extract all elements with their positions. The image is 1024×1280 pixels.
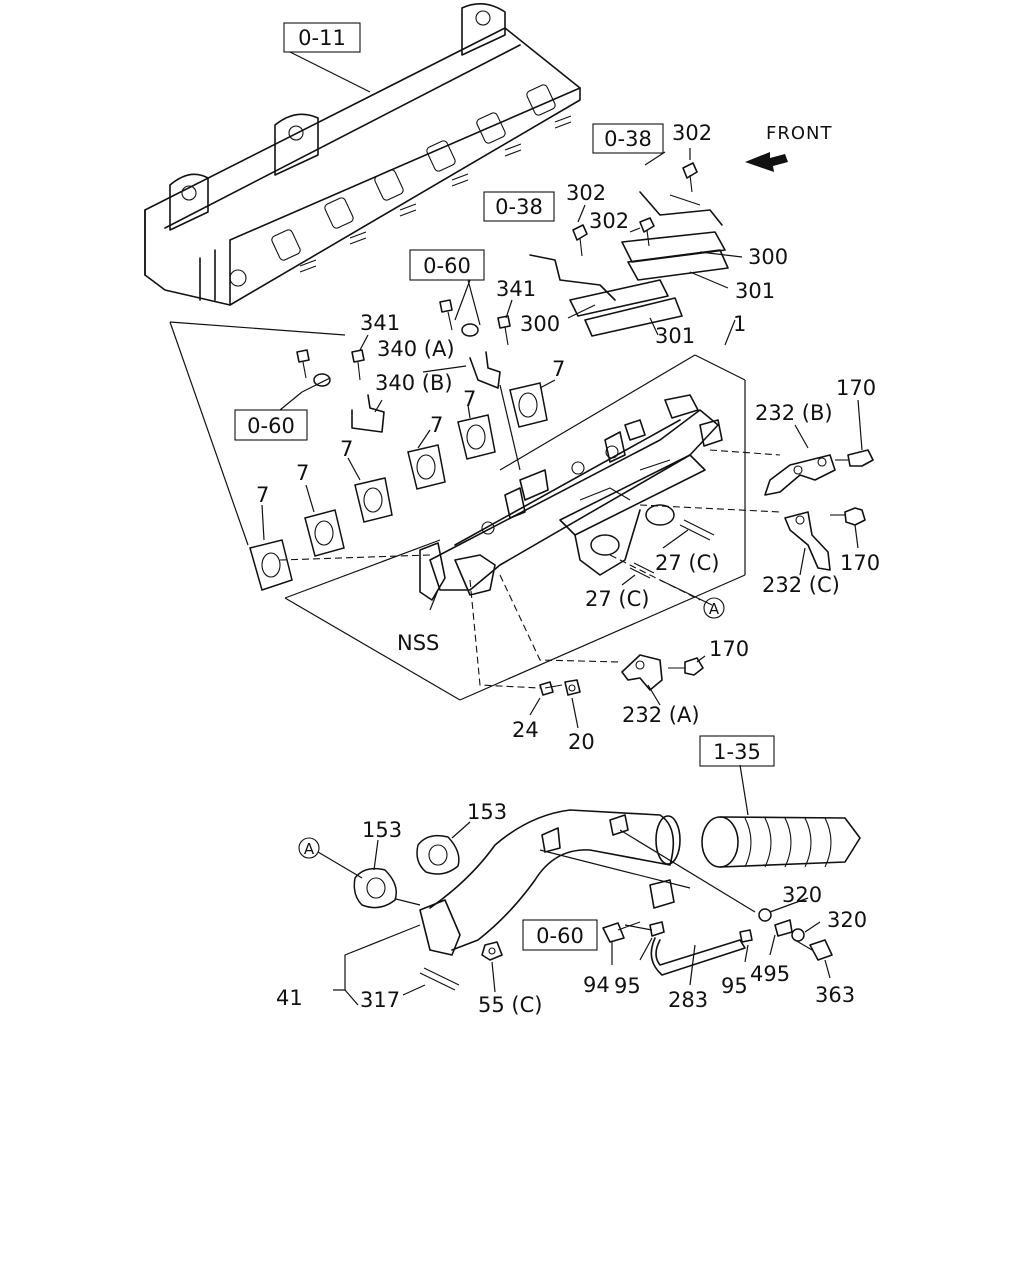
callout-283: 283 bbox=[668, 988, 708, 1012]
manifold-gaskets bbox=[249, 379, 556, 591]
callout-1: 1 bbox=[733, 312, 746, 336]
callout-317: 317 bbox=[360, 988, 400, 1012]
pipe-fittings bbox=[602, 897, 833, 986]
callout-300: 300 bbox=[520, 312, 560, 336]
callout-170: 170 bbox=[709, 637, 749, 661]
callout-302: 302 bbox=[589, 209, 629, 233]
callout-41: 41 bbox=[276, 986, 303, 1010]
callout-340b: 340 (B) bbox=[375, 371, 453, 395]
callout-363: 363 bbox=[815, 983, 855, 1007]
callout-300: 300 bbox=[748, 245, 788, 269]
marker-a-pipe: A bbox=[304, 840, 315, 858]
section-outline bbox=[169, 319, 746, 701]
callout-20: 20 bbox=[568, 730, 595, 754]
callout-7: 7 bbox=[256, 483, 269, 507]
callout-27c: 27 (C) bbox=[655, 551, 719, 575]
callout-232c: 232 (C) bbox=[762, 573, 840, 597]
hose bbox=[701, 764, 861, 868]
ref-box-0-60-pipe: 0-60 bbox=[536, 924, 584, 948]
brackets-232 bbox=[529, 399, 874, 729]
callout-170: 170 bbox=[840, 551, 880, 575]
callout-7: 7 bbox=[552, 357, 565, 381]
exhaust-manifold bbox=[279, 279, 781, 689]
callout-153: 153 bbox=[467, 800, 507, 824]
callout-7: 7 bbox=[430, 413, 443, 437]
cylinder-head bbox=[144, 3, 581, 306]
callout-24: 24 bbox=[512, 718, 539, 742]
callout-170: 170 bbox=[836, 376, 876, 400]
callout-55c: 55 (C) bbox=[478, 993, 542, 1017]
callout-340a: 340 (A) bbox=[377, 337, 455, 361]
reference-boxes: 0-11 0-38 0-38 0-60 0-60 0-60 1-35 bbox=[234, 22, 775, 951]
ref-box-0-11: 0-11 bbox=[298, 26, 346, 50]
front-label: FRONT bbox=[766, 123, 833, 144]
heat-insulator-assembly bbox=[529, 148, 788, 337]
callout-7: 7 bbox=[340, 437, 353, 461]
ref-box-0-60-center: 0-60 bbox=[423, 254, 471, 278]
circle-markers: A A bbox=[298, 597, 725, 879]
callout-27c: 27 (C) bbox=[585, 587, 649, 611]
callout-153: 153 bbox=[362, 818, 402, 842]
callout-232a: 232 (A) bbox=[622, 703, 700, 727]
callout-301: 301 bbox=[655, 324, 695, 348]
callout-341: 341 bbox=[360, 311, 400, 335]
callout-7: 7 bbox=[296, 461, 309, 485]
callout-95: 95 bbox=[614, 974, 641, 998]
callout-320: 320 bbox=[782, 883, 822, 907]
callout-301: 301 bbox=[735, 279, 775, 303]
ref-box-0-60-left: 0-60 bbox=[247, 414, 295, 438]
callout-495: 495 bbox=[750, 962, 790, 986]
callout-232b: 232 (B) bbox=[755, 401, 833, 425]
callout-94: 94 bbox=[583, 973, 610, 997]
callout-nss: NSS bbox=[397, 631, 439, 655]
ref-box-0-38-lower: 0-38 bbox=[495, 195, 543, 219]
front-arrow-icon bbox=[745, 152, 788, 172]
callout-302: 302 bbox=[566, 181, 606, 205]
callout-95: 95 bbox=[721, 974, 748, 998]
bolt-302 bbox=[572, 162, 698, 257]
callout-341: 341 bbox=[496, 277, 536, 301]
callout-labels: 302 302 302 300 301 300 301 1 341 341 34… bbox=[256, 121, 880, 1017]
callout-302: 302 bbox=[672, 121, 712, 145]
exhaust-pipe bbox=[333, 809, 756, 1006]
ref-box-1-35: 1-35 bbox=[713, 740, 761, 764]
callout-320: 320 bbox=[827, 908, 867, 932]
marker-a-manifold: A bbox=[709, 600, 720, 618]
ref-box-0-38-upper: 0-38 bbox=[604, 127, 652, 151]
callout-7: 7 bbox=[463, 387, 476, 411]
